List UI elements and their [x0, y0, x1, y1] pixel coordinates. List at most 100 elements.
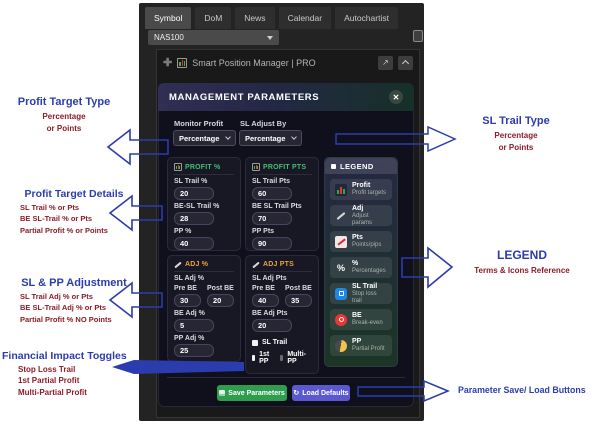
- chart-icon: [177, 57, 188, 68]
- symbol-select[interactable]: NAS100: [148, 30, 279, 45]
- sl-trail-icon: [335, 287, 347, 300]
- drag-handle-icon[interactable]: ✚: [163, 57, 173, 69]
- save-parameters-button[interactable]: Save Parameters: [217, 385, 287, 401]
- sl-trail-pts-label: SL Trail Pts: [252, 178, 290, 185]
- tab-news[interactable]: News: [235, 7, 275, 29]
- chevron-down-icon: [225, 134, 231, 140]
- post-be-label: Post BE: [207, 285, 234, 292]
- chart-icon: [174, 163, 182, 171]
- dropdown-arrow-icon: [267, 35, 273, 40]
- sl-trail-pct-label: SL Trail %: [174, 178, 208, 185]
- tab-dom[interactable]: DoM: [195, 7, 232, 29]
- annotation-legend: LEGEND Terms & Icons Reference: [474, 248, 570, 275]
- pre-be-pts-input[interactable]: [252, 294, 279, 307]
- reload-icon: ↻: [293, 390, 300, 397]
- open-external-icon[interactable]: ↗: [378, 55, 393, 70]
- multi-pp-checkbox[interactable]: [280, 355, 284, 361]
- annotation-financial-impact-toggles: Financial Impact Toggles Stop Loss Trail…: [2, 350, 127, 397]
- annotation-profit-target-details: Profit Target Details SL Trail % or Pts …: [20, 188, 124, 235]
- first-pp-checkbox[interactable]: [252, 355, 256, 361]
- monitor-profit-label: Monitor Profit: [174, 119, 224, 128]
- save-icon: [219, 390, 226, 396]
- be-adj-pct-label: BE Adj %: [174, 310, 205, 317]
- pre-be-pct-input[interactable]: [174, 294, 201, 307]
- be-sl-trail-pts-label: BE SL Trail Pts: [252, 203, 302, 210]
- profit-pts-card: PROFIT PTS SL Trail Pts BE SL Trail Pts …: [245, 157, 319, 251]
- post-be-pct-input[interactable]: [207, 294, 234, 307]
- pencil-icon: [174, 261, 182, 268]
- annotation-sl-pp-adjustment: SL & PP Adjustment SL Trail Adj % or Pts…: [20, 277, 127, 324]
- pp-pts-input[interactable]: [252, 237, 292, 250]
- dialog-header: MANAGEMENT PARAMETERS ✕: [158, 83, 414, 111]
- annotation-profit-target-type: Profit Target Type Percentage or Points: [17, 96, 111, 133]
- annotation-save-load-buttons: Parameter Save/ Load Buttons: [458, 385, 586, 395]
- adj-pct-card: ADJ % SL Adj % Pre BE Post BE BE Adj % P…: [167, 255, 241, 362]
- be-sl-trail-pts-input[interactable]: [252, 212, 292, 225]
- adj-pts-header: ADJ PTS: [252, 261, 312, 272]
- profit-pts-header: PROFIT PTS: [252, 163, 312, 175]
- annotation-sl-trail-type: SL Trail Type Percentage or Points: [482, 115, 550, 152]
- symbol-select-value: NAS100: [154, 33, 184, 42]
- sl-trail-toggle-label: SL Trail: [262, 339, 288, 346]
- sl-adj-pts-label: SL Adj Pts: [252, 275, 287, 282]
- profit-pct-card: PROFIT % SL Trail % BE-SL Trail % PP %: [167, 157, 241, 251]
- sl-adjust-by-select[interactable]: Percentage: [239, 130, 302, 146]
- legend-header: LEGEND: [325, 158, 397, 174]
- pp-adj-pct-input[interactable]: [174, 344, 214, 357]
- tab-bar: Symbol DoM News Calendar Autochartist: [145, 7, 398, 29]
- monitor-profit-select[interactable]: Percentage: [173, 130, 236, 146]
- be-sl-trail-pct-label: BE-SL Trail %: [174, 203, 220, 210]
- pencil-icon: [252, 261, 260, 268]
- pencil-icon: [335, 211, 347, 220]
- break-even-icon: [335, 313, 347, 326]
- tab-autochartist[interactable]: Autochartist: [335, 7, 398, 29]
- load-defaults-button[interactable]: ↻ Load Defaults: [292, 385, 350, 401]
- pp-pts-label: PP Pts: [252, 228, 275, 235]
- post-be-pts-input[interactable]: [285, 294, 312, 307]
- sl-adjust-by-label: SL Adjust By: [240, 119, 287, 128]
- sl-adjust-by-value: Percentage: [245, 133, 286, 143]
- legend-title: LEGEND: [340, 161, 374, 171]
- partial-profit-icon: [335, 339, 347, 352]
- close-icon[interactable]: ✕: [389, 90, 403, 104]
- sl-trail-pct-input[interactable]: [174, 187, 214, 200]
- pp-adj-pct-label: PP Adj %: [174, 335, 205, 342]
- percent-icon: %: [336, 262, 345, 273]
- edit-panel-icon[interactable]: [413, 30, 423, 42]
- be-adj-pts-input[interactable]: [252, 319, 292, 332]
- chevron-down-icon: [291, 134, 297, 140]
- sl-trail-pts-input[interactable]: [252, 187, 292, 200]
- chart-icon: [252, 163, 260, 171]
- monitor-profit-value: Percentage: [179, 133, 220, 143]
- first-pp-toggle-label: 1st PP: [259, 351, 270, 365]
- profit-pct-header: PROFIT %: [174, 163, 234, 175]
- panel-title: Smart Position Manager | PRO: [192, 57, 316, 68]
- divider: [167, 377, 405, 378]
- dialog-title: MANAGEMENT PARAMETERS: [169, 91, 320, 103]
- be-adj-pts-label: BE Adj Pts: [252, 310, 288, 317]
- tab-symbol[interactable]: Symbol: [145, 7, 192, 29]
- post-be-label: Post BE: [285, 285, 312, 292]
- profit-chart-icon: [335, 183, 347, 196]
- square-icon: [331, 163, 336, 169]
- adj-pct-header: ADJ %: [174, 261, 234, 272]
- be-adj-pct-input[interactable]: [174, 319, 214, 332]
- sl-trail-checkbox[interactable]: [252, 339, 258, 346]
- panel-header: ✚ Smart Position Manager | PRO ↗: [157, 50, 419, 75]
- adj-pts-card: ADJ PTS SL Adj Pts Pre BE Post BE BE Adj…: [245, 255, 319, 374]
- points-chart-icon: [335, 235, 347, 248]
- sl-adj-pct-label: SL Adj %: [174, 275, 204, 282]
- tab-calendar[interactable]: Calendar: [278, 7, 332, 29]
- multi-pp-toggle-label: Multi-PP: [287, 351, 306, 365]
- collapse-icon[interactable]: [398, 55, 413, 70]
- pp-pct-input[interactable]: [174, 237, 214, 250]
- be-sl-trail-pct-input[interactable]: [174, 212, 214, 225]
- pp-pct-label: PP %: [174, 228, 192, 235]
